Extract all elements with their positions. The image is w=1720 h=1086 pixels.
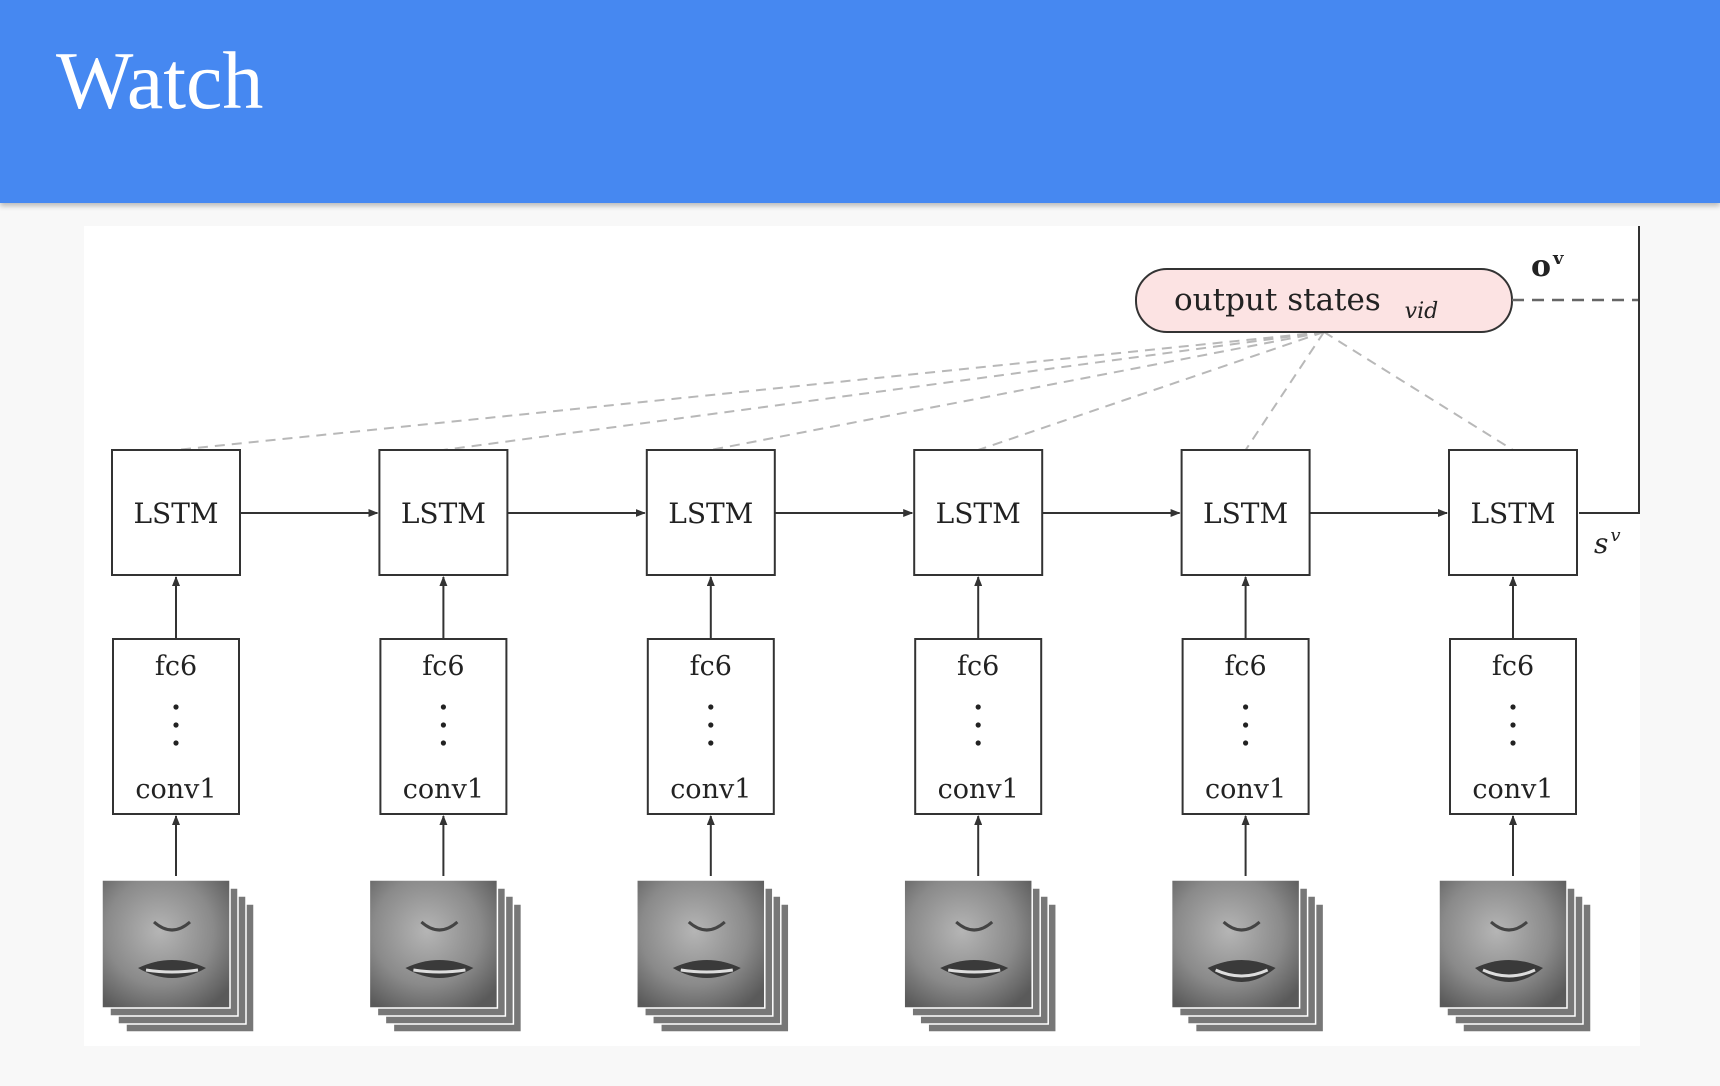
ellipsis-dot: [173, 722, 178, 727]
slide-title: Watch: [56, 40, 263, 122]
attention-dashed-line: [443, 332, 1324, 450]
frame: [369, 880, 497, 1008]
lstm-label: LSTM: [1203, 497, 1288, 530]
mouth-frames-image: [1439, 880, 1591, 1032]
cnn-bottom-label: conv1: [938, 774, 1019, 805]
lstm-column: LSTM fc6 conv1: [637, 450, 912, 1032]
ellipsis-dot: [976, 704, 981, 709]
cnn-bottom-label: conv1: [135, 774, 216, 805]
lstm-columns: LSTMfc6conv1LSTMfc6conv1LSTMfc6conv1LSTM…: [102, 450, 1591, 1032]
lstm-column: LSTM fc6 conv1: [1172, 450, 1447, 1032]
lstm-label: LSTM: [668, 497, 753, 530]
ellipsis-dot: [173, 740, 178, 745]
ellipsis-dot: [441, 704, 446, 709]
lstm-column: LSTM fc6 conv1: [1439, 450, 1591, 1032]
ellipsis-dot: [173, 704, 178, 709]
output-node-label: output states: [1174, 282, 1381, 318]
output-states-node: output states vid: [1136, 269, 1512, 332]
slide-header: Watch: [0, 0, 1720, 203]
lstm-column: LSTM fc6 conv1: [904, 450, 1179, 1032]
cnn-bottom-label: conv1: [403, 774, 484, 805]
mouth-frames-image: [904, 880, 1056, 1032]
ellipsis-dot: [1243, 740, 1248, 745]
mouth-frames-image: [369, 880, 521, 1032]
ellipsis-dot: [1243, 722, 1248, 727]
cnn-top-label: fc6: [690, 651, 732, 682]
ellipsis-dot: [1510, 704, 1515, 709]
frame: [1172, 880, 1300, 1008]
frame: [1439, 880, 1567, 1008]
lstm-column: LSTM fc6 conv1: [102, 450, 377, 1032]
attention-dashed-line: [1246, 332, 1324, 450]
cnn-top-label: fc6: [422, 651, 464, 682]
cnn-top-label: fc6: [957, 651, 999, 682]
ellipsis-dot: [1510, 740, 1515, 745]
cnn-bottom-label: conv1: [1472, 774, 1553, 805]
attention-dashed-line: [1324, 332, 1513, 450]
ellipsis-dot: [441, 740, 446, 745]
ellipsis-dot: [441, 722, 446, 727]
frame: [102, 880, 230, 1008]
lstm-label: LSTM: [133, 497, 218, 530]
output-node-subscript: vid: [1405, 299, 1439, 324]
cnn-bottom-label: conv1: [1205, 774, 1286, 805]
frame: [904, 880, 1032, 1008]
cnn-top-label: fc6: [155, 651, 197, 682]
lstm-label: LSTM: [936, 497, 1021, 530]
ellipsis-dot: [708, 722, 713, 727]
ellipsis-dot: [976, 722, 981, 727]
cnn-top-label: fc6: [1492, 651, 1534, 682]
ellipsis-dot: [976, 740, 981, 745]
mouth-frames-image: [1172, 880, 1324, 1032]
cnn-top-label: fc6: [1224, 651, 1266, 682]
cnn-bottom-label: conv1: [670, 774, 751, 805]
ellipsis-dot: [708, 740, 713, 745]
ellipsis-dot: [1510, 722, 1515, 727]
ellipsis-dot: [708, 704, 713, 709]
attention-dashed-line: [711, 332, 1324, 450]
mouth-frames-image: [637, 880, 789, 1032]
diagram-svg: LSTMfc6conv1LSTMfc6conv1LSTMfc6conv1LSTM…: [84, 226, 1640, 1046]
lstm-label: LSTM: [1470, 497, 1555, 530]
attention-connections: [176, 332, 1513, 450]
ellipsis-dot: [1243, 704, 1248, 709]
attention-dashed-line: [176, 332, 1324, 450]
frame: [637, 880, 765, 1008]
lstm-label: LSTM: [401, 497, 486, 530]
lstm-column: LSTM fc6 conv1: [369, 450, 644, 1032]
mouth-frames-image: [102, 880, 254, 1032]
